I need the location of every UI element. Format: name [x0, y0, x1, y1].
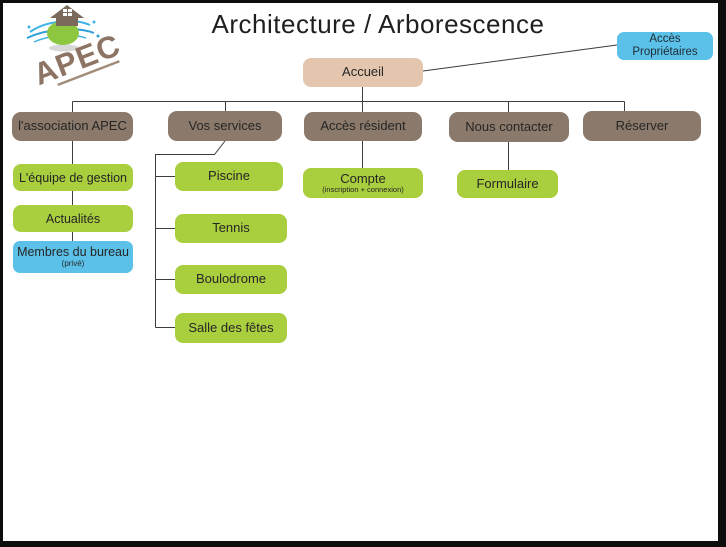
node-salle-des-fetes: Salle des fêtes — [175, 313, 287, 343]
node-nous-contacter: Nous contacter — [449, 112, 569, 142]
node-label: Actualités — [45, 211, 101, 226]
node-membres-du-bureau: Membres du bureau (privé) — [13, 241, 133, 273]
node-accueil: Accueil — [303, 58, 423, 87]
node-label: L'équipe de gestion — [18, 170, 128, 185]
node-label: Accès résident — [320, 118, 406, 134]
apec-logo: APEC — [26, 5, 125, 92]
node-association-apec: l'association APEC — [12, 112, 133, 141]
node-label: Accès Propriétaires — [632, 33, 698, 58]
node-label: Piscine — [208, 168, 250, 184]
node-label: l'association APEC — [18, 118, 127, 134]
node-tennis: Tennis — [175, 214, 287, 243]
node-label: Nous contacter — [465, 118, 553, 134]
node-compte: Compte (inscription + connexion) — [303, 168, 423, 198]
page-title: Architecture / Arborescence — [211, 9, 545, 39]
logo-shadow — [49, 44, 79, 52]
node-formulaire: Formulaire — [457, 170, 558, 198]
node-boulodrome: Boulodrome — [175, 265, 287, 294]
node-label: Vos services — [188, 117, 262, 133]
node-vos-services: Vos services — [168, 111, 282, 141]
house-icon — [50, 5, 84, 26]
node-label: Tennis — [212, 220, 250, 236]
node-label: Boulodrome — [195, 271, 267, 287]
node-sublabel: (inscription + connexion) — [322, 185, 404, 195]
node-reserver: Réserver — [583, 111, 701, 141]
node-label: Salle des fêtes — [188, 319, 274, 335]
node-label: Compte — [340, 170, 386, 186]
node-label: Membres du bureau — [17, 245, 129, 260]
logo-tagline-line — [57, 60, 120, 87]
green-globe-icon — [47, 21, 79, 45]
node-acces-resident: Accès résident — [304, 112, 422, 141]
node-sublabel: (privé) — [61, 259, 85, 269]
node-label: Formulaire — [476, 175, 539, 191]
node-actualites: Actualités — [13, 205, 133, 232]
node-acces-proprietaires: Accès Propriétaires — [617, 32, 713, 60]
node-equipe-de-gestion: L'équipe de gestion — [13, 164, 133, 191]
node-piscine: Piscine — [175, 162, 283, 191]
node-label: Accueil — [342, 64, 384, 80]
node-label: Réserver — [615, 117, 669, 133]
